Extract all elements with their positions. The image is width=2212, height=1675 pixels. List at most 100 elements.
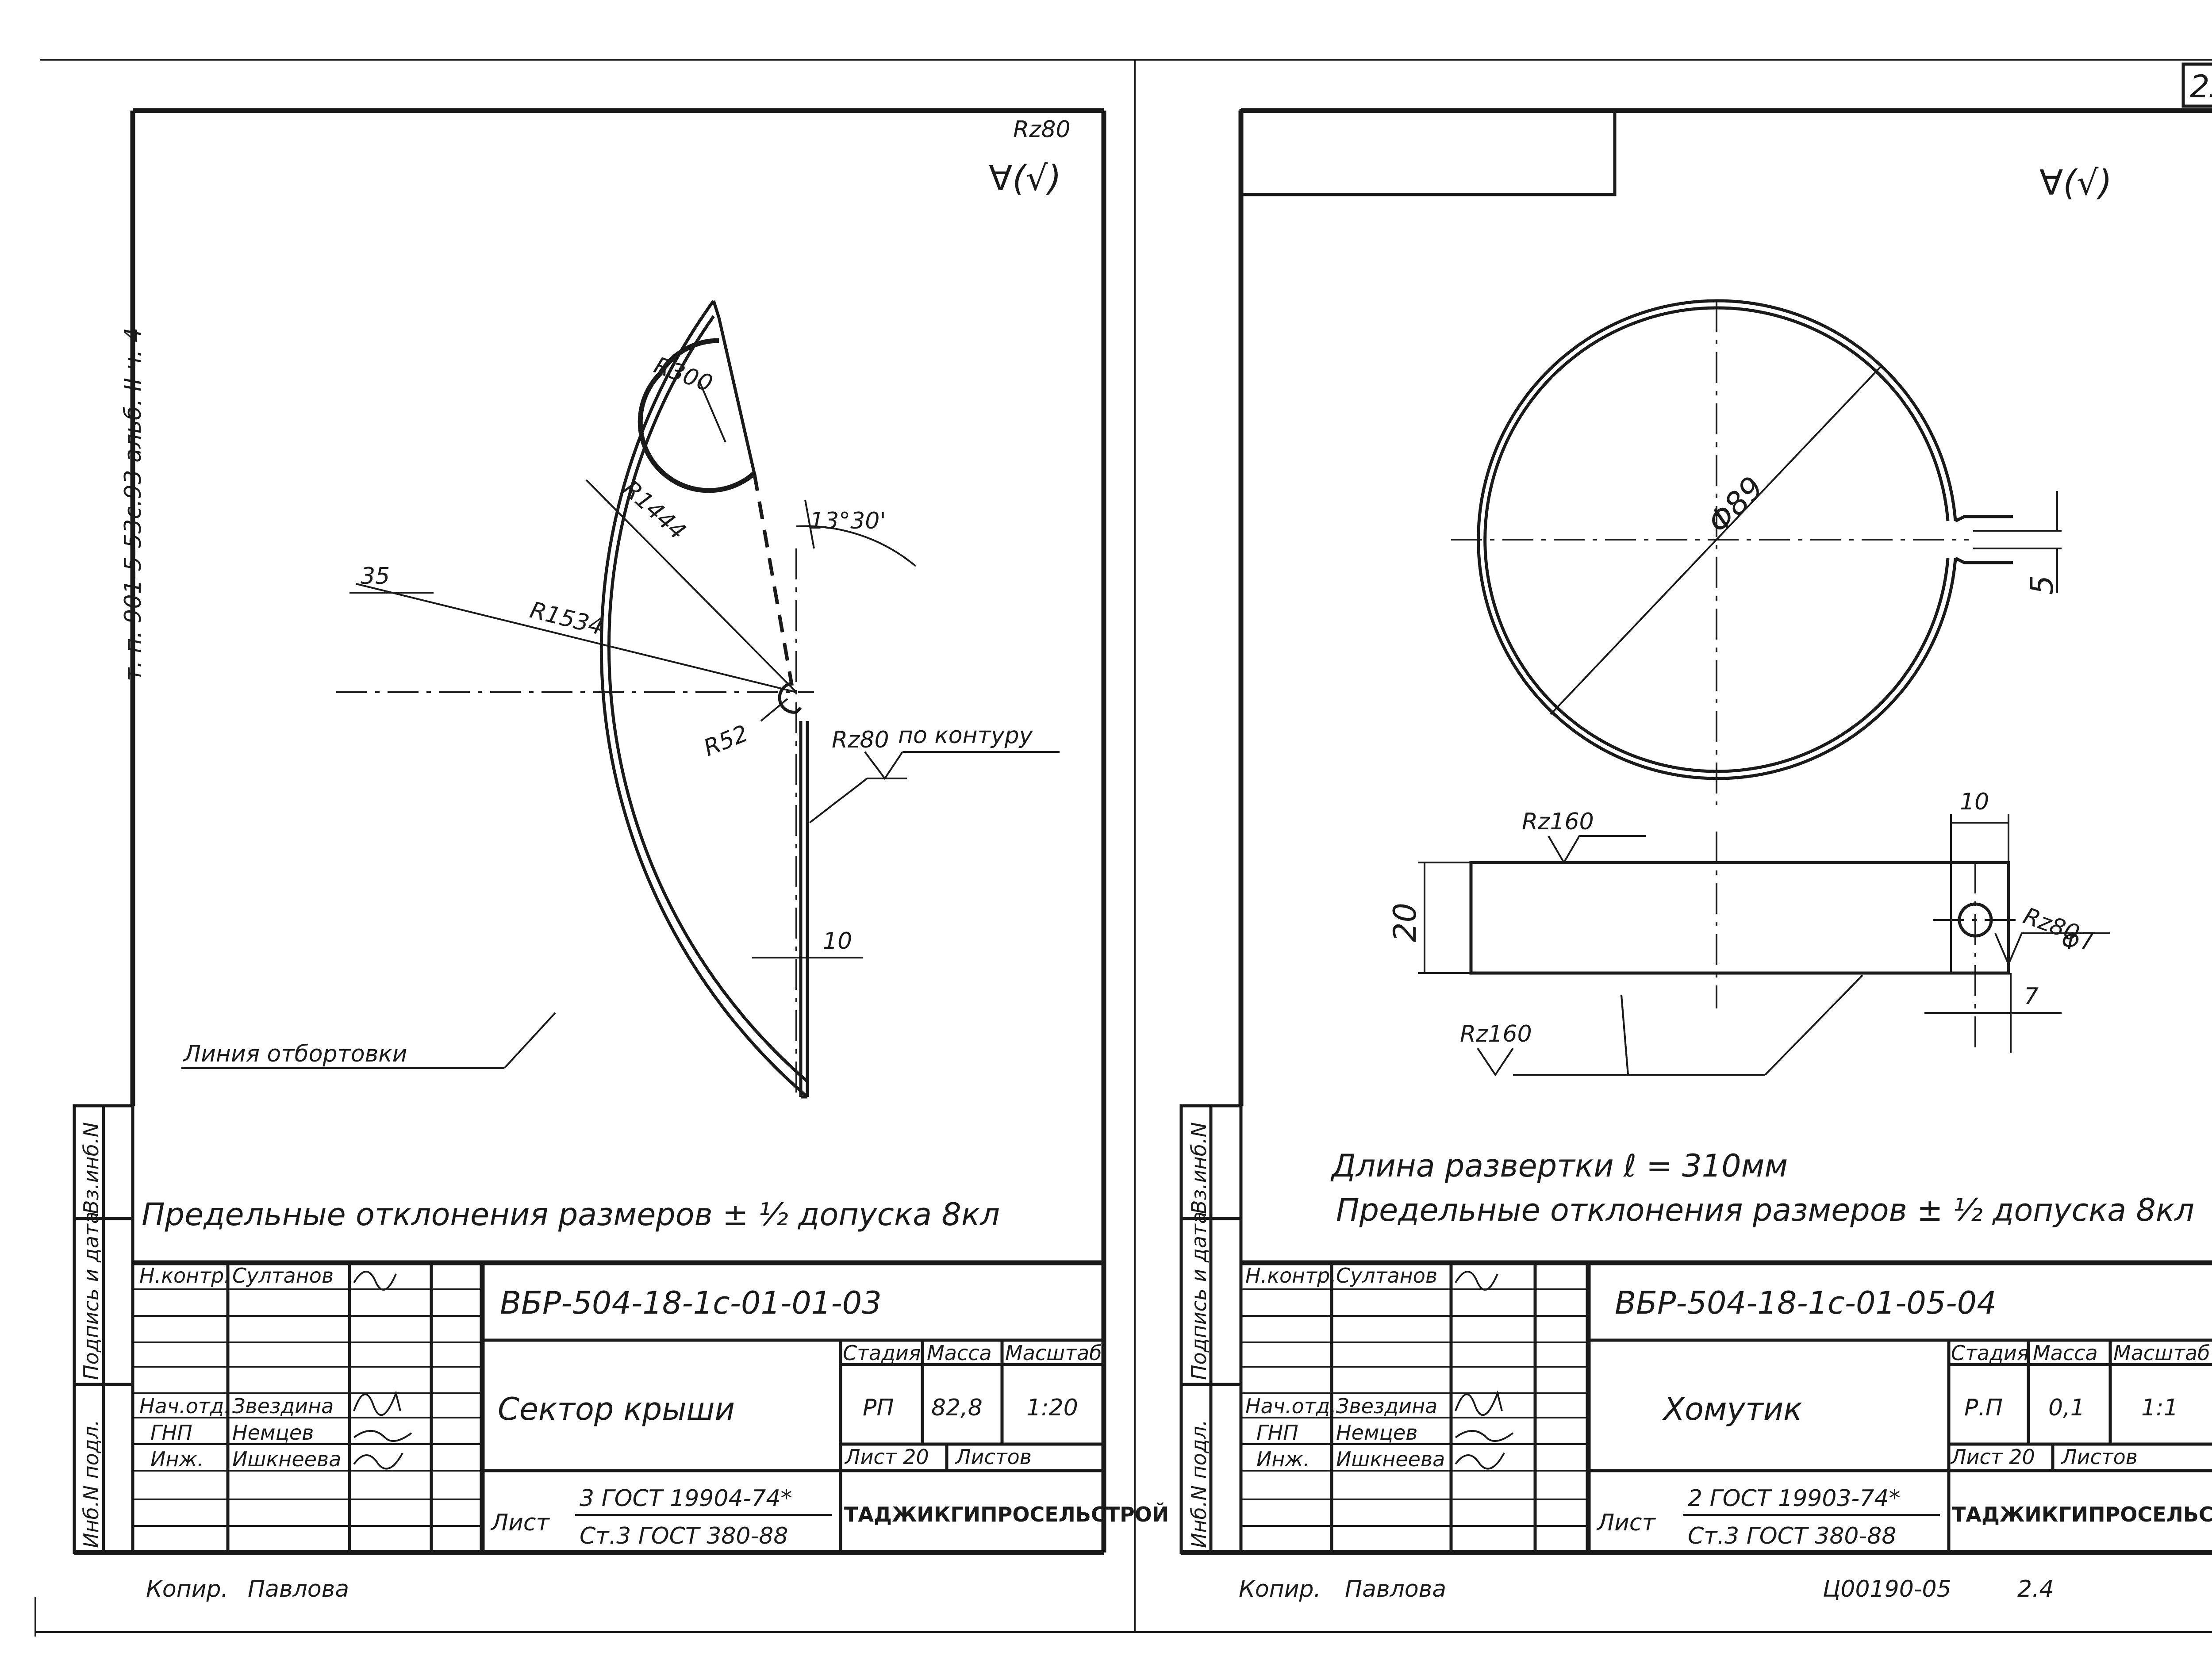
right-organization: ТАДЖИКГИПРОСЕЛЬСТРОЙ xyxy=(1952,1503,2212,1526)
left-scale-header: Масштаб xyxy=(1005,1341,1102,1365)
right-title-block: Н.контр. Нач.отд. ГНП Инж. Султанов Звез… xyxy=(1241,1260,2212,1552)
left-name-1: Звездина xyxy=(232,1394,334,1418)
leader-r300 xyxy=(698,380,726,443)
leader-r1534 xyxy=(356,583,797,693)
flange-leader xyxy=(503,1012,556,1069)
leader-r1444 xyxy=(585,479,797,693)
dim-gap5: 5 xyxy=(2024,575,2060,595)
right-signature-2 xyxy=(1455,1430,1514,1442)
dim-7: 7 xyxy=(2024,983,2039,1010)
cutout-r300 xyxy=(637,338,756,493)
dim-rz160-top: Rz160 xyxy=(1522,809,1594,835)
left-organization: ТАДЖИКГИПРОСЕЛЬСТРОЙ xyxy=(844,1503,1169,1526)
dim-hole-dia: Φ7 xyxy=(2062,928,2094,954)
right-name-2: Немцев xyxy=(1336,1421,1417,1445)
right-role-3: Инж. xyxy=(1256,1447,1310,1471)
left-part-name: Сектор крыши xyxy=(498,1391,735,1427)
left-role-1: Нач.отд. xyxy=(139,1394,230,1418)
roughness-contour-symbol xyxy=(864,751,903,780)
left-side-label-2: Вз.инб.N xyxy=(79,1122,103,1214)
right-corner-stamp xyxy=(1239,109,1617,196)
right-tolerance-note: Предельные отклонения размеров ± ½ допус… xyxy=(1336,1192,2194,1228)
development-note: Длина развертки ℓ = 310мм xyxy=(1330,1148,1788,1184)
right-mass-header: Масса xyxy=(2033,1341,2098,1365)
right-designation: ВБР-504-18-1с-01-05-04 xyxy=(1615,1285,1997,1321)
dim-10: 10 xyxy=(823,928,852,954)
right-signature-3 xyxy=(1455,1453,1505,1470)
left-signature-2 xyxy=(353,1430,412,1442)
ring-tab-upper xyxy=(1955,515,2013,523)
left-name-3: Ишкнеева xyxy=(232,1447,341,1471)
sector-inner-arc xyxy=(607,315,809,1083)
right-sheet: Инб.N подл. Подпись и дата Вз.инб.N ∀(√)… xyxy=(1179,108,2212,1602)
strip-roughness-top-symbol xyxy=(1548,835,1646,864)
dim-rz80-contour: Rz80 xyxy=(832,727,889,753)
dim-angle: 13°30' xyxy=(810,508,886,534)
left-signature-0 xyxy=(353,1271,397,1291)
dim-rz160-bottom: Rz160 xyxy=(1460,1021,1532,1047)
left-mass-header: Масса xyxy=(927,1341,992,1365)
left-name-2: Немцев xyxy=(232,1421,314,1445)
right-sheets-label: Листов xyxy=(2061,1445,2138,1469)
sheet-number: 23 xyxy=(2190,69,2212,105)
right-stage-header: Стадия xyxy=(1951,1341,2029,1365)
left-roughness-value: Rz80 xyxy=(1013,116,1071,143)
left-material-bottom: Ст.3 ГОСТ 380-88 xyxy=(580,1523,788,1549)
archive-code: Ц00190-05 xyxy=(1823,1576,1951,1602)
left-designation: ВБР-504-18-1с-01-01-03 xyxy=(500,1285,882,1321)
sector-radial-edge-upper xyxy=(717,317,756,474)
hole-roughness-symbol xyxy=(1994,932,2110,967)
sector-outer-arc xyxy=(599,299,809,1098)
sector-radial-edge-dashed xyxy=(753,473,794,686)
left-sheet: Инб.N подл. Подпись и дата Вз.инб.N Rz80… xyxy=(73,108,1169,1602)
left-tolerance-note: Предельные отклонения размеров ± ½ допус… xyxy=(142,1196,1000,1233)
right-scale-header: Масштаб xyxy=(2113,1341,2210,1365)
right-material-prefix: Лист xyxy=(1596,1510,1656,1536)
leader-r52 xyxy=(760,698,788,722)
dim-line-dia89 xyxy=(1550,364,1883,715)
left-copier-prefix: Копир. xyxy=(146,1576,228,1602)
right-name-1: Звездина xyxy=(1336,1394,1437,1418)
dim-dia89: Φ89 xyxy=(1700,469,1770,540)
left-signature-3 xyxy=(353,1453,403,1470)
ring-inner-circle xyxy=(1483,306,1950,773)
ring-outer-circle xyxy=(1477,299,1957,780)
ring-tab-lower xyxy=(1955,556,2013,564)
angle-arc xyxy=(796,525,917,567)
right-signature-0 xyxy=(1455,1271,1498,1291)
right-stage: Р.П xyxy=(1964,1395,2003,1421)
left-side-label-0: Инб.N подл. xyxy=(79,1419,103,1548)
right-side-label-2: Вз.инб.N xyxy=(1187,1122,1211,1214)
dim-r52: R52 xyxy=(700,720,752,762)
cutout-r52 xyxy=(778,682,802,714)
flange-line-label: Линия отбортовки xyxy=(183,1041,407,1067)
right-role-1: Нач.отд. xyxy=(1245,1394,1336,1418)
right-copier-name: Павлова xyxy=(1345,1576,1446,1602)
right-side-label-0: Инб.N подл. xyxy=(1187,1419,1211,1548)
right-side-label-1: Подпись и дата xyxy=(1187,1211,1211,1380)
dim-r1534: R1534 xyxy=(527,597,606,640)
right-mass: 0,1 xyxy=(2048,1395,2085,1421)
right-roughness-symbol: ∀(√) xyxy=(2039,163,2112,203)
left-name-0: Султанов xyxy=(232,1264,334,1288)
right-role-0: Н.контр. xyxy=(1245,1264,1336,1288)
strip-outline xyxy=(1469,861,2010,975)
dim-35: 35 xyxy=(361,563,390,590)
left-stage-header: Стадия xyxy=(843,1341,921,1365)
right-copier-prefix: Копир. xyxy=(1239,1576,1321,1602)
archive-format: 2.4 xyxy=(2017,1576,2054,1602)
right-signature-1 xyxy=(1455,1390,1503,1416)
left-role-2: ГНП xyxy=(150,1421,192,1445)
right-scale: 1:1 xyxy=(2141,1395,2178,1421)
right-name-0: Султанов xyxy=(1336,1264,1437,1288)
left-side-label-1: Подпись и дата xyxy=(79,1211,103,1380)
left-title-block: Н.контр. Нач.отд. ГНП Инж. Султанов Звез… xyxy=(133,1260,1169,1552)
right-material-top: 2 ГОСТ 19903-74* xyxy=(1688,1485,1900,1512)
left-role-0: Н.контр. xyxy=(139,1264,230,1288)
right-material-bottom: Ст.3 ГОСТ 380-88 xyxy=(1688,1523,1896,1549)
right-name-3: Ишкнеева xyxy=(1336,1447,1445,1471)
left-mass: 82,8 xyxy=(931,1395,983,1421)
left-copier-name: Павлова xyxy=(248,1576,349,1602)
